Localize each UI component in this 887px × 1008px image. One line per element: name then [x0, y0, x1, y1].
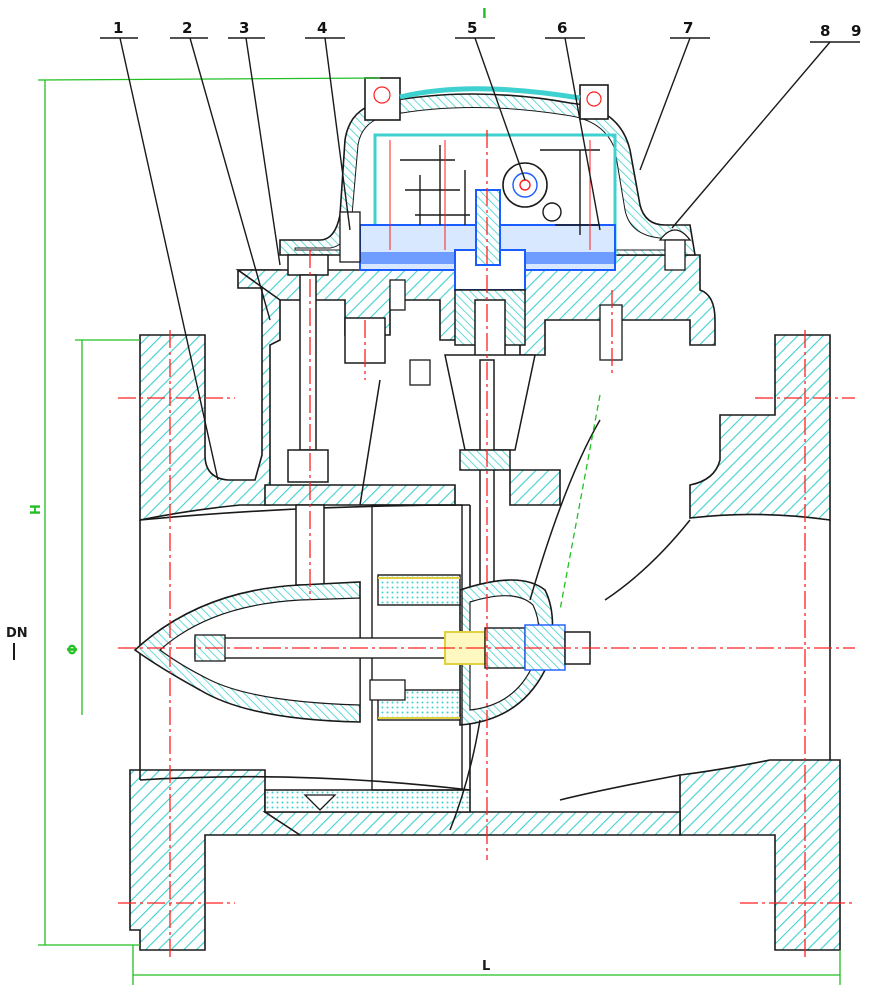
- callout-1: 1: [113, 19, 123, 37]
- dimension-height-label: H: [29, 504, 44, 515]
- centerlines: [118, 130, 855, 958]
- right-flange-lower: [679, 759, 841, 951]
- callout-8: 8: [820, 22, 830, 40]
- dimension-top-mark: I: [482, 7, 487, 22]
- register-gear: [502, 162, 548, 208]
- callout-6: 6: [557, 19, 567, 37]
- guide-curves: [359, 379, 691, 831]
- top-lug-left-hole: [373, 86, 391, 104]
- dimension-dn-label: DN: [6, 626, 28, 641]
- left-flange: [139, 269, 281, 521]
- vertical-shaft-assembly: [444, 289, 536, 641]
- callout-5: 5: [467, 19, 477, 37]
- callout-leaders: [100, 37, 860, 481]
- bottom-inner-plate: [264, 789, 471, 813]
- inner-tube-wall-right: [509, 469, 561, 506]
- callout-2: 2: [182, 19, 192, 37]
- callout-4: 4: [317, 19, 327, 37]
- dimension-length-label: L: [482, 959, 490, 974]
- callout-3: 3: [239, 19, 249, 37]
- register-stem-block: [475, 189, 501, 266]
- top-lug-right-hole: [586, 91, 602, 107]
- register-small-gear: [542, 202, 562, 222]
- body-bottom-wall: [262, 811, 681, 836]
- impeller-blade-top: [377, 574, 461, 606]
- callout-9: 9: [851, 22, 861, 40]
- right-flange: [689, 334, 831, 521]
- callout-7: 7: [683, 19, 693, 37]
- bolts: [303, 211, 692, 811]
- dimension-diameter-label: Φ: [66, 644, 81, 655]
- dimension-lines: [37, 77, 841, 985]
